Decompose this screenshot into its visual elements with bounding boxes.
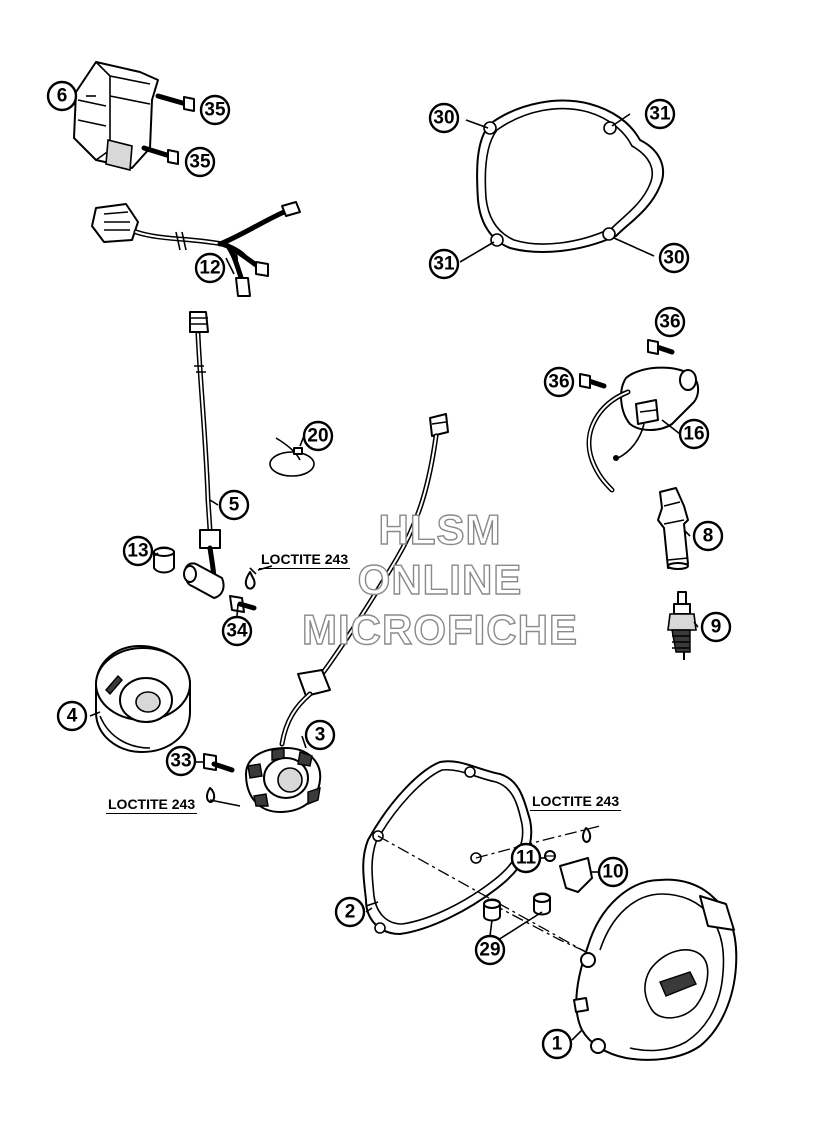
callout-20: 20 [302,420,334,452]
bolt-35-upper [155,93,195,112]
callout-31-bottom: 31 [428,248,460,280]
bolt-36-upper [647,339,675,355]
svg-text:5: 5 [229,495,240,516]
callout-4: 4 [56,700,88,732]
bolt-35-lower [141,145,179,165]
svg-text:31: 31 [433,254,455,275]
bolt-33 [203,753,235,773]
callout-5: 5 [218,489,250,521]
callout-2: 2 [334,896,366,928]
svg-text:36: 36 [659,312,680,333]
ignition-coil [586,366,700,493]
ignition-cover [573,878,738,1061]
loctite-drop-a [244,565,273,590]
callout-9: 9 [700,611,732,643]
loctite-drop-c [582,827,592,843]
watermark-line-3: MICROFICHE [301,605,578,653]
svg-text:6: 6 [57,86,68,107]
svg-text:36: 36 [548,372,569,393]
svg-text:9: 9 [711,617,722,638]
callout-31-top: 31 [644,98,676,130]
spark-plug-cap [657,487,689,570]
watermark-line-1: HLSM [378,505,502,553]
cover-gasket-lower [362,760,533,935]
cdi-unit [73,61,159,172]
svg-text:11: 11 [516,848,537,869]
callout-6: 6 [46,80,78,112]
callout-29: 29 [474,934,506,966]
dowel-sleeve-a [483,898,501,922]
callout-16: 16 [678,418,710,450]
svg-text:13: 13 [127,541,148,562]
svg-text:2: 2 [345,902,356,923]
alignment-line-a [377,835,601,961]
callout-36-upper: 36 [654,306,686,338]
loctite-note-33: LOCTITE 243 [106,796,198,814]
stator [245,413,449,813]
leader-lines [86,95,699,1041]
callout-13: 13 [122,535,154,567]
callout-35-lower: 35 [184,146,216,178]
callout-12: 12 [194,252,226,284]
callout-3: 3 [304,719,336,751]
svg-text:31: 31 [649,104,671,125]
svg-text:1: 1 [552,1034,563,1055]
pulse-generator-cable [183,311,225,599]
alignment-line-c [491,903,601,959]
svg-text:12: 12 [199,258,220,279]
callout-33: 33 [165,745,197,777]
loctite-drop-b [206,787,216,803]
bolt-36-left [579,373,607,389]
callout-35-upper: 35 [199,94,231,126]
loctite-note-11: LOCTITE 243 [530,793,622,811]
svg-text:4: 4 [67,706,78,727]
plate-10 [559,857,593,893]
callout-10: 10 [597,856,629,888]
svg-text:20: 20 [307,426,328,447]
svg-text:8: 8 [703,526,714,547]
cable-tie [269,437,315,477]
svg-text:10: 10 [602,862,623,883]
wiring-harness [91,201,301,297]
bolt-34 [229,595,257,613]
cover-gasket-top [459,99,665,263]
svg-text:33: 33 [170,751,191,772]
callout-36-left: 36 [543,366,575,398]
svg-text:3: 3 [315,725,326,746]
callout-1: 1 [541,1028,573,1060]
dowel-sleeve-b [533,892,551,916]
watermark-line-2: ONLINE [357,555,523,603]
loctite-note-34: LOCTITE 243 [259,551,351,569]
callout-30-bottom: 30 [658,242,690,274]
callout-8: 8 [692,520,724,552]
callout-30-top: 30 [428,102,460,134]
callout-34: 34 [221,615,253,647]
alignment-line-b [475,825,601,859]
svg-text:16: 16 [683,424,704,445]
spark-plug [667,591,697,660]
svg-text:35: 35 [189,152,211,173]
callout-11: 11 [510,842,542,874]
svg-text:30: 30 [433,108,454,129]
grommet [153,546,175,574]
svg-text:29: 29 [479,940,500,961]
svg-text:35: 35 [204,100,226,121]
flywheel-rotor [95,645,191,753]
screw-11 [544,850,556,862]
svg-text:30: 30 [663,248,684,269]
svg-text:34: 34 [226,621,248,642]
